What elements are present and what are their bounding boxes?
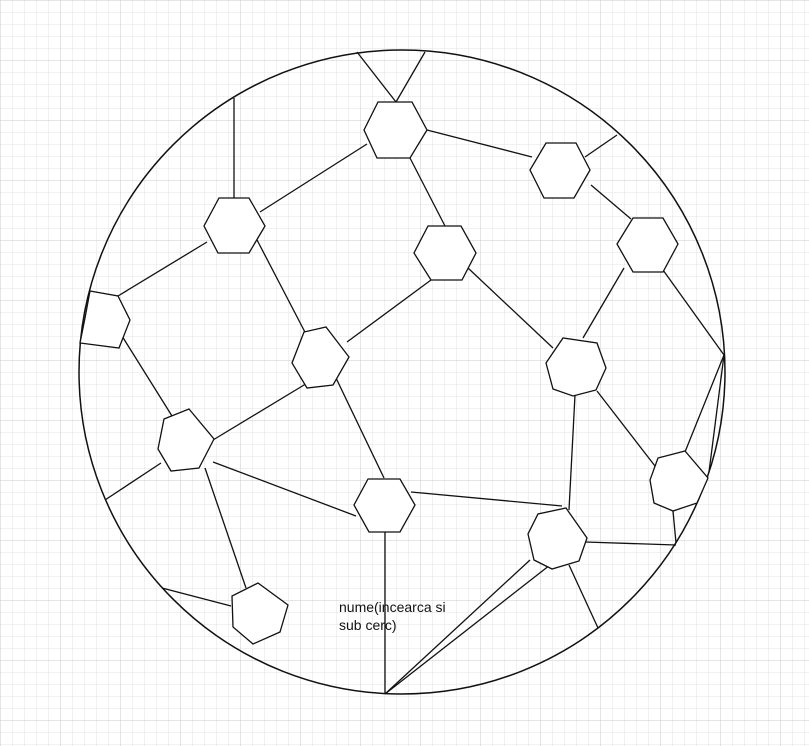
- hex-11: [649, 450, 709, 512]
- hex-4: [79, 290, 131, 349]
- connection-lines: [104, 51, 725, 695]
- hexagon-nodes: [79, 101, 709, 645]
- hex-9: [353, 478, 416, 533]
- annotation-line-2: sub cerc): [339, 617, 397, 633]
- hex-7: [413, 225, 477, 281]
- hex-8: [616, 217, 679, 273]
- annotation-line-1: nume(incearca si: [339, 599, 446, 615]
- hex-5: [291, 326, 350, 389]
- hex-12: [527, 507, 588, 570]
- hex-10: [545, 337, 607, 397]
- hex-2: [529, 142, 591, 199]
- hex-6: [157, 408, 215, 472]
- hex-13: [231, 582, 289, 645]
- outer-circle: [78, 49, 726, 695]
- hex-1: [363, 101, 428, 159]
- hex-3: [203, 197, 266, 254]
